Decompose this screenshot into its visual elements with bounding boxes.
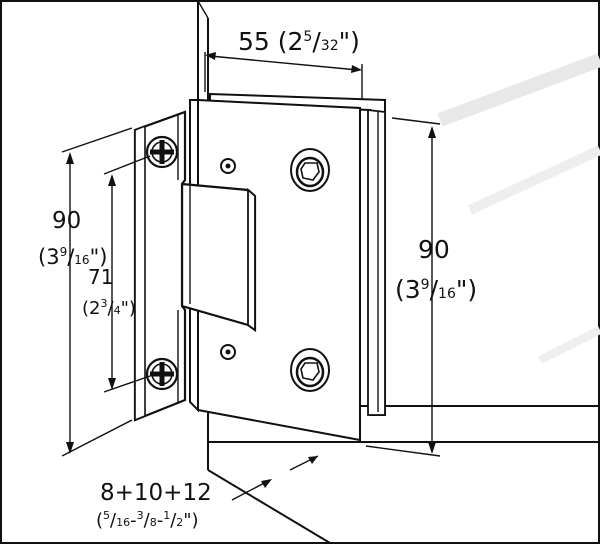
- screw-top-icon: [145, 135, 179, 169]
- dim-right-height-fraction: (39/16"): [395, 275, 477, 304]
- bolt-top-icon: [290, 148, 330, 192]
- dim-left-height-fraction: (39/16"): [38, 245, 107, 269]
- dim-hole-spacing-fraction: (23/4"): [82, 297, 136, 319]
- dim-glass-thickness-fraction: (5/16-3/8-1/2"): [96, 509, 199, 531]
- dim-glass-thickness-value: 8+10+12: [100, 480, 212, 506]
- dim-right-height-value: 90: [418, 235, 450, 264]
- bolt-bottom-icon: [290, 348, 330, 392]
- dim-hole-spacing-value: 71: [88, 265, 113, 289]
- hinge-knuckle: [180, 182, 257, 333]
- screw-bottom-icon: [145, 357, 179, 391]
- clamp-rear-plate: [209, 92, 386, 416]
- pin-bottom-icon: [220, 344, 236, 360]
- dim-right-height-lines: [365, 117, 441, 457]
- pin-top-icon: [220, 158, 236, 174]
- dim-left-height-lines: [61, 127, 133, 457]
- wall-leaf: [133, 110, 187, 422]
- dim-hole-spacing-lines: [103, 155, 151, 393]
- dim-glass-thickness-lines: [231, 455, 319, 501]
- dim-width-label: 55 (25/32"): [238, 27, 360, 56]
- dim-width-lines: [204, 52, 363, 100]
- dim-left-height-value: 90: [52, 208, 81, 234]
